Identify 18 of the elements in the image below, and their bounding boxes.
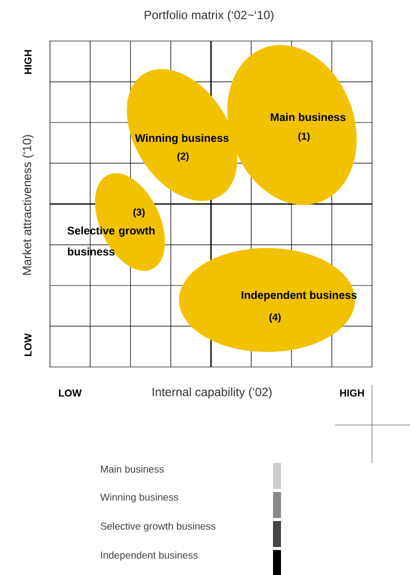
legend-label: Selective growth business [100,522,216,532]
business-label: Winning business [135,134,229,144]
business-label: Main business [270,112,346,122]
legend-label: Main business [101,465,164,473]
level-label: HIGH [340,389,364,397]
number-label: (2) [177,152,189,162]
legend-label: Independent business [101,551,198,561]
number-label: (3) [133,208,145,218]
axis-title: Market attractiveness (‘10) [22,135,34,275]
ellipse [179,248,355,352]
number-label: (4) [269,313,281,323]
level-label: HIGH [24,50,32,74]
number-label: (1) [298,132,310,142]
level-label: LOW [59,389,82,397]
axis-title: Internal capability (‘02) [152,387,272,399]
level-label: LOW [24,333,32,356]
legend-label: Winning business [100,493,178,503]
title: Portfolio matrix (‘02~‘10) [144,10,274,22]
